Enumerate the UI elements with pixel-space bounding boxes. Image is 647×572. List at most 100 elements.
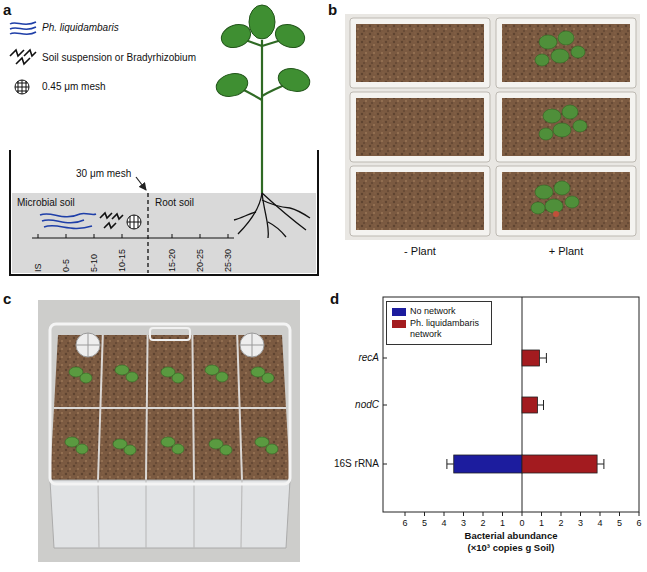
error-bar [603,459,604,469]
seedling [535,54,549,66]
soil-tray [356,172,484,230]
hyphae-in-soil [40,213,96,216]
panel-letter: a [3,1,11,18]
distance-label: 15-20 [167,249,177,272]
legend-text: No network [410,306,486,317]
seedling [531,202,545,214]
leader-arrow [136,177,146,190]
ruler [38,234,39,238]
seedling [543,109,561,123]
mesh-in-soil [127,215,141,229]
axis-title: (×10³ copies g Soil) [468,543,555,554]
mesh-icon [22,80,23,94]
growth-box [50,324,290,484]
panel-letter: b [328,1,337,18]
soil-band [12,193,316,273]
soil-tray [496,166,636,236]
ruler [122,234,123,238]
seedling [266,444,278,454]
ruler [200,234,201,238]
soil-tray [350,166,490,236]
plant-leaf [218,21,254,52]
seedling [115,365,129,375]
soil-tray [356,98,484,156]
chart-frame [600,512,601,516]
plant-leaf [276,65,313,95]
treatment-label: - Plant [404,245,436,258]
seedling [80,373,92,383]
seedling [126,372,138,382]
tick-label: 3 [461,518,466,528]
mesh-icon [26,81,27,93]
ruler [228,234,229,238]
bacteria-icon [16,58,30,64]
seedling [573,120,587,132]
plant-leaf [214,70,251,100]
tick-label: 6 [402,518,407,528]
chart-frame [424,512,425,516]
chart-frame [463,512,464,516]
growth-box [193,480,194,548]
legend-text: 0.45 μm mesh [42,81,106,93]
legend-swatch [392,320,406,328]
tick-label: 1 [539,518,544,528]
error-bar [543,400,544,410]
growth-box [76,333,264,357]
container-wall [10,150,318,275]
plant-leaf [214,5,313,100]
plant-root [262,200,290,208]
soil-compartment: Microbial soil [12,193,148,273]
bacteria-in-soil [112,214,123,219]
growth-box [50,324,290,548]
leader-arrow [136,177,146,190]
seedling [65,437,79,447]
hyphae-icon [10,27,36,29]
soil-tray [496,92,636,162]
bacteria-icon [10,50,24,56]
panel-letter: c [3,290,11,307]
chart-frame [502,512,503,516]
seedling [65,365,278,455]
seedling [535,185,553,199]
plant-root [234,212,256,220]
soil-tray [502,172,630,230]
chart-frame [383,358,387,359]
growth-box [241,480,242,548]
distance-label: 25-30 [223,249,233,272]
ruler [66,234,67,238]
chart-frame [383,464,387,465]
growth-box [76,333,264,357]
category-label: 16S rRNA [334,458,379,470]
bacteria-in-soil [100,213,123,228]
growth-box [76,333,100,357]
photo-background [345,14,640,240]
axis-title: Bacterial abundance [465,531,558,542]
bar [522,455,597,473]
plant-leaf [272,21,308,52]
error-bar [538,405,544,406]
error-bar [447,464,454,465]
chart-frame [483,512,484,516]
seedling [539,128,553,140]
ruler [32,238,234,239]
tick-label: 5 [422,518,427,528]
hyphae-in-soil [44,226,92,229]
seedling [76,444,88,454]
soil-tray [350,92,490,162]
chart-frame [541,512,542,516]
seedling [220,445,232,455]
mesh-label: 30 μm mesh [76,168,131,180]
chart-frame [405,512,406,516]
seedling [161,437,175,447]
growth-box [50,480,290,548]
bacteria-in-soil [104,223,116,228]
soil-tray [496,18,636,88]
distance-label: 20-25 [195,249,205,272]
growth-box [98,480,242,548]
error-bar [597,464,604,465]
seedling [216,372,228,382]
distance-label: 0-5 [61,259,71,272]
tick-label: 5 [617,518,622,528]
distance-label: IS [33,263,43,272]
error-bar [540,358,547,359]
